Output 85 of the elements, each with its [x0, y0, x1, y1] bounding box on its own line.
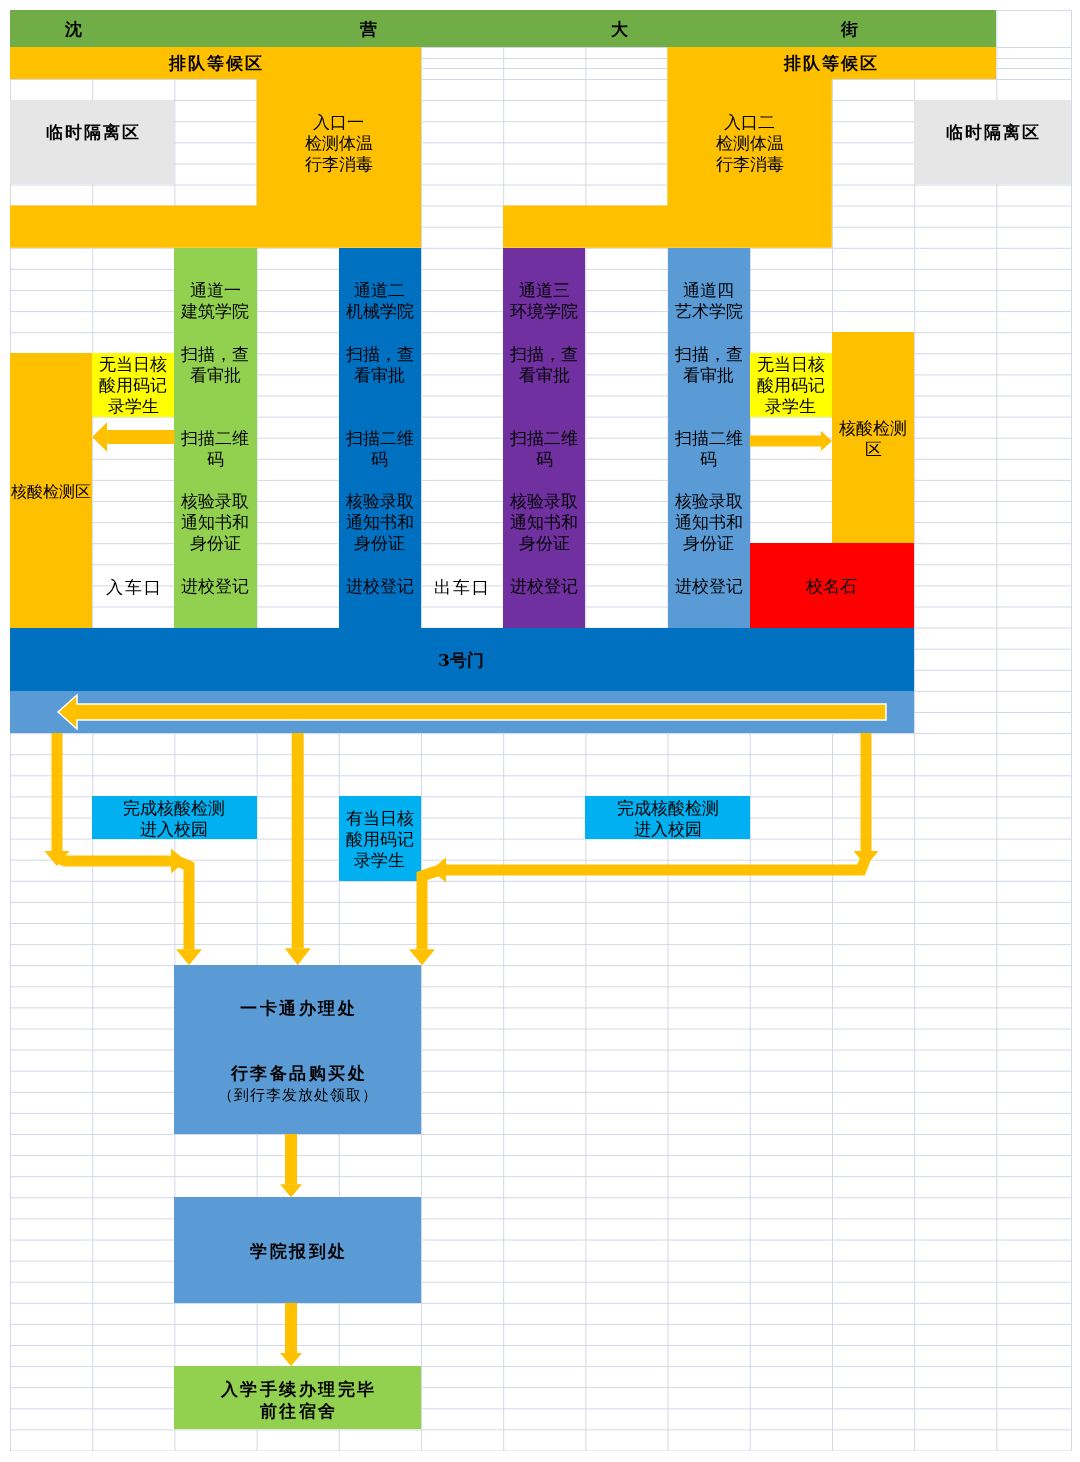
college-name: 艺术学院: [674, 301, 743, 323]
step-text: 核验录取通知书和身份证: [180, 491, 251, 555]
name-stone-area: [749, 543, 915, 628]
street-label: 街: [840, 18, 858, 40]
step-text: 进校登记: [181, 576, 250, 598]
gate-label: 入车口: [104, 576, 163, 598]
entrance-text: 检测体温: [715, 132, 784, 154]
area-label: 临时隔离区: [44, 122, 141, 144]
note-text: 完成核酸检测: [123, 798, 226, 820]
gate-band: [10, 627, 915, 691]
area-label: 核酸检测区: [838, 418, 909, 461]
route-note: [92, 796, 257, 839]
walkway-band: [10, 690, 915, 734]
note-text: 有当日核酸用码记录学生: [344, 808, 415, 872]
entrance-text: 行李消毒: [304, 153, 373, 175]
area-title: 排队等候区: [167, 52, 264, 74]
entry-lane: [503, 247, 586, 628]
step-text: 扫描二维码: [509, 428, 580, 471]
note-text: 完成核酸检测: [616, 798, 719, 820]
college-name: 机械学院: [345, 301, 414, 323]
note-text: 进入校园: [633, 819, 702, 841]
entry-lane: [174, 247, 257, 628]
step-text: 进校登记: [345, 576, 414, 598]
step-text: 扫描二维码: [673, 428, 744, 471]
isolation-area: [10, 100, 175, 185]
area-label: 临时隔离区: [945, 122, 1042, 144]
area-title: 排队等候区: [782, 52, 880, 74]
completion-area: [174, 1366, 421, 1430]
testing-area: [10, 353, 93, 628]
lane-title: 通道二: [354, 280, 406, 302]
step-text: 进校登记: [510, 576, 579, 598]
service-note: （到行李发放处领取）: [217, 1085, 379, 1107]
step-text: 扫描二维码: [180, 428, 251, 471]
route-note: [585, 796, 750, 839]
testing-area: [832, 332, 915, 544]
note-text: 无当日核酸用码记录学生: [755, 354, 826, 418]
step-text: 扫描二维码: [344, 428, 415, 471]
area-label: 校名石: [806, 576, 858, 598]
flow-arrow: [284, 733, 311, 966]
flow-arrow: [92, 422, 175, 452]
warning-note: [749, 353, 832, 417]
college-name: 建筑学院: [181, 301, 250, 323]
service-title: 行李备品购买处: [229, 1063, 368, 1085]
college-name: 环境学院: [510, 301, 579, 323]
gate-label: 出车口: [432, 576, 491, 598]
step-text: 核验录取通知书和身份证: [509, 491, 580, 555]
route-note: [338, 796, 421, 881]
street-label: 沈: [64, 18, 82, 40]
flow-arrow: [280, 1302, 302, 1367]
entrance-text: 入口一: [313, 111, 365, 133]
area-label: 学院报到处: [249, 1241, 348, 1263]
isolation-area: [914, 100, 1071, 185]
step-text: 核验录取通知书和身份证: [344, 491, 415, 555]
street-band: [10, 10, 997, 47]
step-text: 扫描，查看审批: [344, 344, 415, 387]
entry-lane: [667, 247, 750, 628]
entrance-text: 入口二: [724, 111, 776, 133]
flow-arrow: [280, 1134, 302, 1198]
step-text: 扫描，查看审批: [673, 344, 744, 387]
service-area: [174, 965, 421, 1134]
gate-name: 3号门: [438, 650, 484, 672]
area-label: 核酸检测区: [11, 481, 92, 503]
step-text: 进校登记: [674, 576, 743, 598]
warning-note: [92, 353, 175, 417]
service-title: 一卡通办理处: [239, 998, 358, 1020]
note-text: 无当日核酸用码记录学生: [98, 354, 169, 418]
step-text: 扫描，查看审批: [180, 344, 251, 387]
street-label: 大: [610, 18, 628, 40]
entry-lane: [338, 247, 421, 628]
flow-arrow: [409, 733, 879, 966]
street-label: 营: [359, 18, 377, 40]
flow-arrow: [749, 431, 832, 451]
area-label: 入学手续办理完毕: [219, 1379, 377, 1401]
registration-area: [174, 1197, 421, 1303]
lane-title: 通道三: [518, 280, 570, 302]
note-text: 进入校园: [140, 819, 209, 841]
step-text: 核验录取通知书和身份证: [673, 491, 744, 555]
flow-arrow: [44, 733, 202, 966]
area-label: 前往宿舍: [258, 1401, 338, 1423]
entrance-text: 检测体温: [304, 132, 373, 154]
entrance-text: 行李消毒: [715, 153, 784, 175]
lane-title: 通道四: [683, 280, 735, 302]
queue-area: [10, 47, 421, 248]
step-text: 扫描，查看审批: [509, 344, 580, 387]
lane-title: 通道一: [190, 280, 241, 302]
